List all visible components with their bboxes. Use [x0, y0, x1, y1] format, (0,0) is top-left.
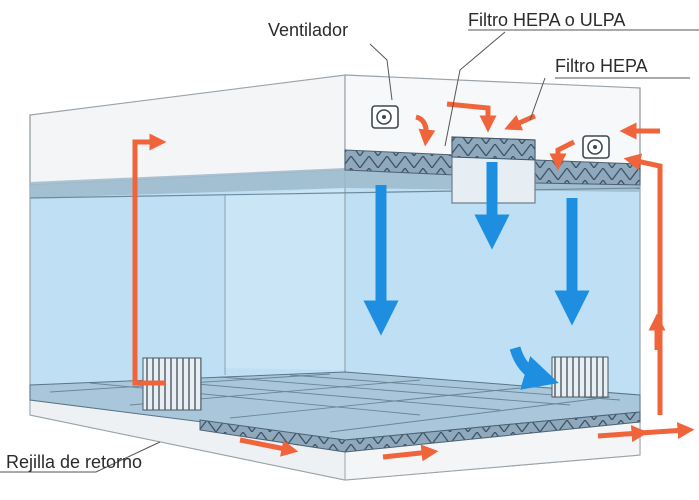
callout-leaders: [0, 29, 699, 473]
label-filtro-hepa: Filtro HEPA: [555, 56, 648, 76]
airflow-arrow-icon: [363, 162, 590, 390]
label-filtro-hepa-ulpa: Filtro HEPA o ULPA: [468, 10, 626, 30]
return-grille-right: [551, 356, 609, 398]
fan-icon: [582, 135, 610, 159]
label-ventilador: Ventilador: [268, 20, 349, 40]
label-rejilla-de-retorno: Rejilla de retorno: [6, 452, 143, 472]
airflow-arrow-icon: [132, 101, 695, 462]
fan-icon: [371, 105, 399, 129]
